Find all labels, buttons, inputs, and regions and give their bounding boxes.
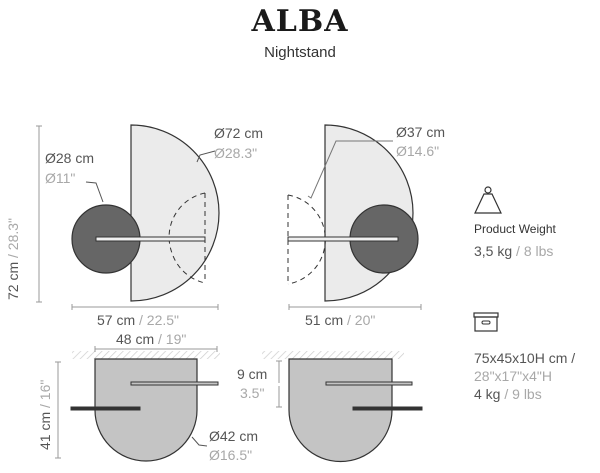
small-disc-diameter-cm: Ø28 cm [45,150,95,166]
package-dimensions-cm: 75x45x10H cm / [474,350,576,366]
upper-shelf-rod [130,381,219,386]
large-disc-diameter-in: Ø28.3" [214,145,258,161]
box-icon [473,312,499,332]
front-view-right [287,124,422,310]
side-diameter-cm: Ø42 cm [209,428,259,444]
product-title: ALBA [251,4,349,39]
product-weight-value: 3,5 kg / 8 lbs [474,243,554,259]
swing-leader [307,140,393,199]
lower-shelf-rod [352,406,423,411]
package-dimensions-in: 28"x17"x4"H [474,368,552,384]
wall-hatch [262,351,404,359]
offset-in: 3.5" [240,385,265,401]
small-disc-diameter-in: Ø11" [45,170,76,186]
product-subtitle: Nightstand [264,44,336,61]
product-weight-label: Product Weight [474,222,556,236]
large-disc-leader [196,150,216,163]
swing-diameter-cm: Ø37 cm [396,124,446,140]
diameter-leader [191,436,208,447]
package-weight: 4 kg / 9 lbs [474,386,542,402]
front-left-width-label: 57 cm / 22.5" [97,312,180,328]
offset-cm: 9 cm [237,366,268,382]
side-left-height-label: 41 cm / 16" [37,379,53,450]
weight-icon [474,186,502,214]
large-half-disc [130,124,220,302]
front-right-width-label: 51 cm / 20" [305,312,376,328]
swing-dashed-outline [287,194,326,285]
front-left-height-label: 72 cm / 28.3" [5,217,21,300]
pivot-rod [287,236,399,242]
side-left-width-label: 48 cm / 19" [116,331,187,347]
side-view-right [262,351,423,463]
wall-hatch [72,351,220,359]
side-diameter-in: Ø16.5" [209,447,253,463]
front-view-left [36,124,220,310]
pivot-rod [95,236,206,242]
upper-shelf-rod [325,381,413,386]
small-disc-leader [85,181,104,203]
swing-diameter-in: Ø14.6" [396,143,440,159]
side-view-left [55,346,220,462]
lower-shelf-rod [70,406,141,411]
large-disc-diameter-cm: Ø72 cm [214,125,264,141]
